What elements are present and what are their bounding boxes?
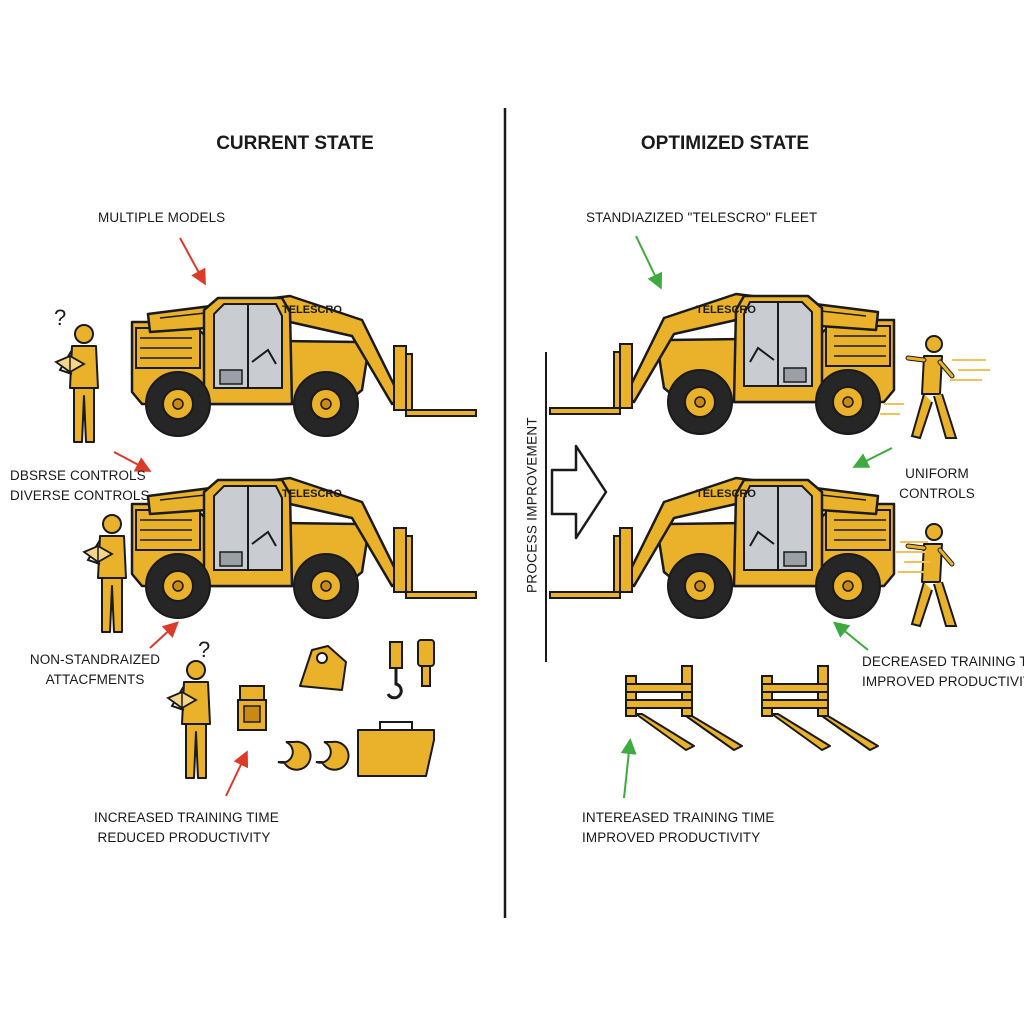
- arrow-result: [225, 750, 249, 797]
- attachment-shackle: [417, 639, 435, 687]
- arrow-controls: [113, 451, 152, 472]
- worker-reading-manual-3: [167, 660, 211, 779]
- arrow-models: [179, 237, 206, 286]
- current-state-heading: CURRENT STATE: [216, 133, 374, 154]
- attachment-bucket: [357, 721, 435, 777]
- label-uniform-controls: UNIFORM CONTROLS: [899, 466, 975, 501]
- arrow-fleet: [635, 235, 663, 290]
- label-multiple-models: MULTIPLE MODELS: [98, 210, 226, 225]
- brand-optimized-bottom: TELESCRO: [696, 488, 756, 500]
- motion-lines: [880, 359, 990, 573]
- fork-attachment-1: [625, 665, 743, 751]
- brand-current-bottom: TELESCRO: [282, 488, 342, 500]
- attachment-coupler: [237, 685, 267, 731]
- arrow-forks: [620, 738, 637, 799]
- label-optimized-outcome: DECREASED TRAINING TIM IMPROVED PRODUCTI…: [862, 654, 1024, 689]
- worker-running-2: [908, 524, 956, 626]
- label-optimized-forks: INTEREASED TRAINING TIME IMPROVED PRODUC…: [582, 810, 775, 845]
- brand-optimized-top: TELESCRO: [696, 304, 756, 316]
- question-mark-icon: ?: [54, 305, 67, 330]
- label-diverse-controls: DBSRSE CONTROLS DIVERSE CONTROLS: [10, 468, 150, 503]
- fork-attachment-2: [761, 665, 879, 751]
- label-non-standardized-attachments: NON-STANDRAIZED ATTACFMENTS: [29, 652, 161, 687]
- attachment-bucket-hook: [299, 645, 347, 691]
- arrow-uniform: [852, 447, 893, 468]
- label-standardized-fleet: STANDIAZIZED "TELESCRO" FLEET: [586, 210, 818, 225]
- optimized-state-heading: OPTIMIZED STATE: [640, 133, 810, 154]
- attachment-hook-b: [277, 740, 350, 771]
- arrow-productivity: [832, 621, 869, 651]
- arrow-attachments: [149, 621, 179, 649]
- worker-reading-manual-1: [55, 324, 99, 443]
- process-arrow-icon: [550, 444, 608, 540]
- attachment-hook-a: [386, 641, 403, 700]
- question-mark-icon: ?: [198, 637, 211, 662]
- brand-current-top: TELESCRO: [282, 304, 342, 316]
- worker-reading-manual-2: [83, 514, 127, 633]
- label-current-outcome: INCREASED TRAINING TIME REDUCED PRODUCTI…: [94, 810, 279, 845]
- process-improvement-label: PROCESS IMPROVEMENT: [524, 417, 540, 593]
- worker-running-1: [908, 336, 956, 438]
